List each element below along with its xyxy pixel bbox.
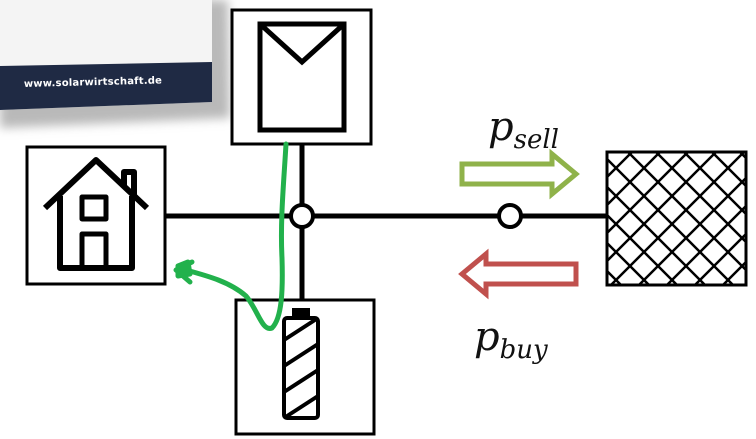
junction-node-meter [497,203,523,229]
buy-arrow [458,248,579,300]
buy-label-main: p [474,314,500,360]
solar-panel-icon [257,21,347,133]
grid-icon [607,152,746,285]
energy-flow-line [173,141,289,331]
photo-fragment: www.solarwirtschaft.de [0,0,230,128]
sell-arrow [459,148,580,200]
junction-node-center [289,203,315,229]
house-box [25,145,167,286]
buy-label-sub: buy [500,335,548,365]
grid-box [605,150,748,287]
battery-icon [282,308,320,420]
sell-label-sub: sell [514,125,559,155]
battery-box [234,298,376,436]
banner-strip [0,62,212,110]
solar-panel-box [230,8,373,146]
sell-label-main: p [488,104,514,150]
buy-label: pbuy [474,314,548,365]
banner-url-text: www.solarwirtschaft.de [24,75,162,90]
sell-label: psell [488,104,559,155]
house-icon [42,157,150,271]
